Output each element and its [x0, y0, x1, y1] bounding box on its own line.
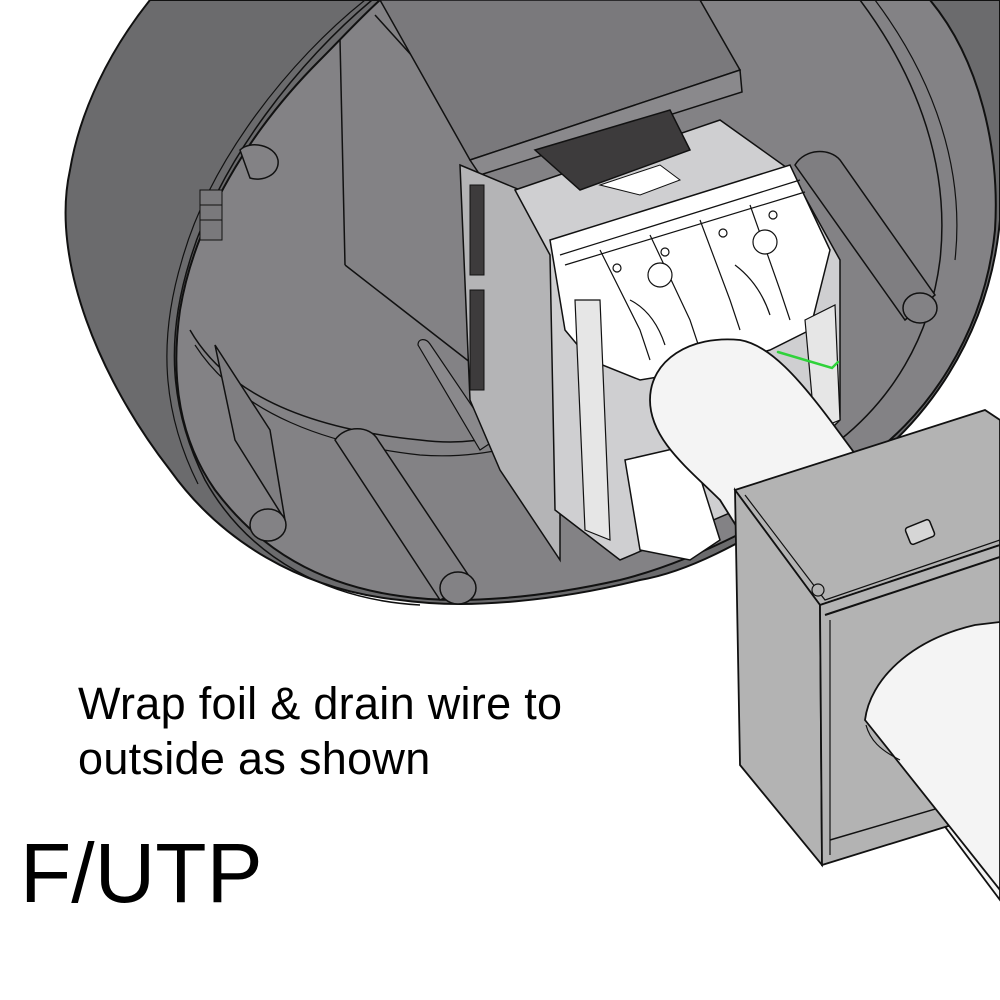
cap-edge-line — [824, 556, 1000, 616]
back-box-wall-edge — [339, 39, 346, 266]
back-box-rim — [173, 0, 421, 606]
idc-slots — [559, 179, 806, 361]
back-box-wall-diagonal — [344, 264, 481, 371]
back-box-right-rim — [839, 0, 943, 441]
cap-opening-shadow — [865, 724, 901, 761]
instruction-line-1: Wrap foil & drain wire to — [78, 678, 563, 729]
module-latch — [469, 184, 485, 276]
cable-type-label: F/UTP — [20, 826, 263, 920]
cap-slot — [904, 518, 936, 546]
standoff-post — [239, 144, 279, 180]
module-latch — [469, 289, 485, 391]
cap-cable-opening — [864, 621, 1000, 892]
instruction-caption: Wrap foil & drain wire to outside as sho… — [78, 676, 562, 786]
back-box-right-rim-2 — [874, 0, 958, 261]
module-window-glint — [598, 164, 682, 196]
cable-cap-block — [733, 409, 1000, 892]
module-window — [533, 109, 692, 191]
drain-wire — [776, 350, 840, 370]
instruction-line-2: outside as shown — [78, 733, 431, 784]
standoff-post — [794, 150, 938, 324]
cap-edge-line — [744, 494, 1000, 601]
module-side-rail — [574, 299, 611, 541]
standoff-post — [334, 428, 477, 605]
standoff-post — [214, 344, 287, 542]
jack-module — [379, 0, 841, 563]
cap-screw — [811, 583, 825, 597]
wall-clip — [199, 189, 223, 241]
back-box-rim-inner — [166, 0, 366, 485]
